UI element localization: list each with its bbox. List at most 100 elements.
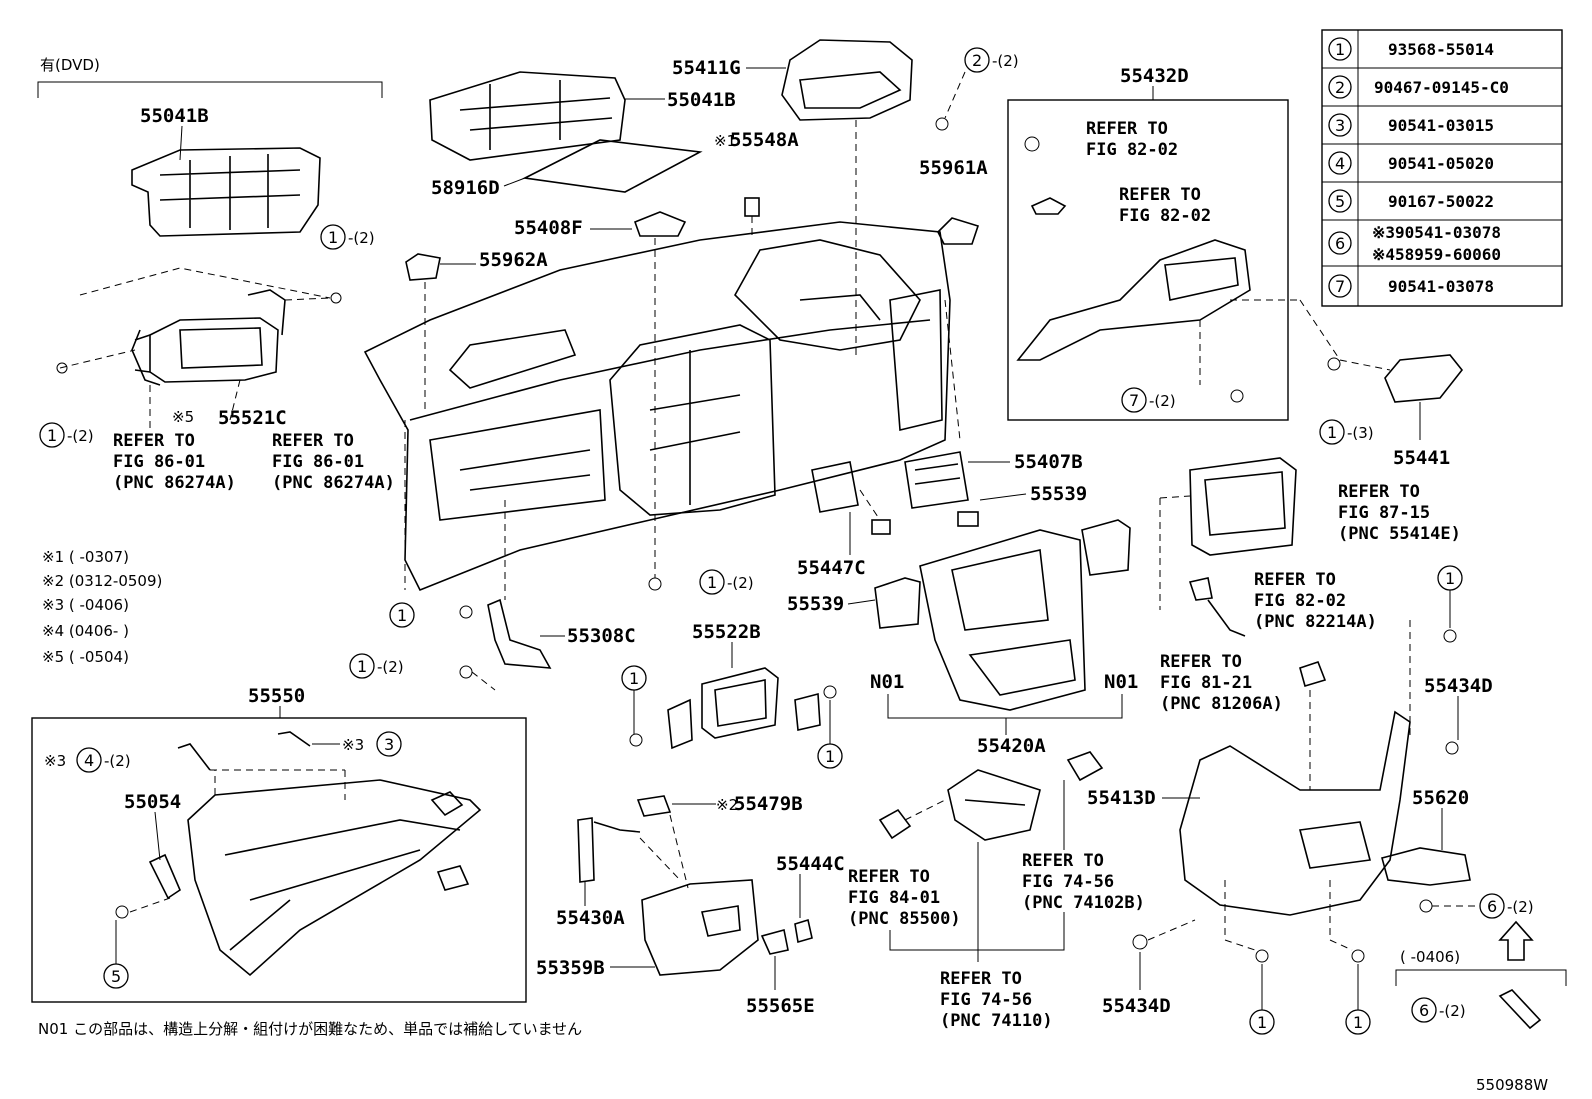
vent-right-drawing[interactable] [1081, 519, 1131, 576]
label-55054[interactable]: 55054 [124, 791, 181, 813]
parts-table-row: 3 90541-03015 [1328, 113, 1494, 137]
part-55620-drawing[interactable] [1381, 847, 1471, 886]
callout-1-55522B-right[interactable]: 1 [817, 743, 843, 769]
callout-1-55522B-left[interactable]: 1 [621, 665, 647, 691]
svg-text:-(2): -(2) [1507, 898, 1534, 916]
part-55962A-drawing[interactable] [405, 253, 441, 281]
svg-text:REFER TO: REFER TO [848, 867, 930, 887]
label-55407B[interactable]: 55407B [1014, 451, 1083, 473]
ref-86-01-a[interactable]: REFER TO FIG 86-01 (PNC 86274A) [113, 431, 236, 493]
label-55522B[interactable]: 55522B [692, 621, 761, 643]
label-55962A[interactable]: 55962A [479, 249, 548, 271]
label-55411G[interactable]: 55411G [672, 57, 741, 79]
callout-1-qty2-right[interactable]: 1 -(2) [320, 224, 375, 250]
part-55308C-drawing[interactable] [487, 598, 552, 669]
part-55432D-drawing[interactable] [1016, 239, 1251, 361]
callout-1-qty2-center[interactable]: 1 -(2) [699, 569, 754, 595]
ref-82-02-a[interactable]: REFER TO FIG 82-02 [1086, 119, 1178, 160]
label-55041B-left[interactable]: 55041B [140, 105, 209, 127]
callout-7-qty2[interactable]: 7 -(2) [1121, 387, 1176, 413]
callout-4-qty2[interactable]: ※3 4 -(2) [44, 747, 131, 773]
ref-86-01-b[interactable]: REFER TO FIG 86-01 (PNC 86274A) [272, 431, 395, 493]
part-55441-drawing[interactable] [1384, 354, 1464, 403]
vent-left-drawing[interactable] [874, 577, 921, 629]
ref-84-01[interactable]: REFER TO FIG 84-01 (PNC 85500) [848, 867, 961, 929]
label-55413D[interactable]: 55413D [1087, 787, 1156, 809]
dashboard-assembly-drawing[interactable] [363, 221, 961, 592]
screw-icon [1445, 741, 1459, 755]
part-55413D-drawing[interactable] [1179, 710, 1411, 916]
label-55041B-top[interactable]: 55041B [667, 89, 736, 111]
label-58916D[interactable]: 58916D [431, 177, 500, 199]
ref-81-21[interactable]: REFER TO FIG 81-21 (PNC 81206A) [1160, 652, 1283, 714]
part-55408F-drawing[interactable] [633, 211, 687, 237]
part-58916D-drawing[interactable] [522, 139, 703, 193]
label-55447C[interactable]: 55447C [797, 557, 866, 579]
part-55414E-drawing[interactable] [1189, 457, 1297, 556]
label-55961A[interactable]: 55961A [919, 157, 988, 179]
callout-1-right-top[interactable]: 1 [1437, 565, 1463, 591]
part-55539-switch-drawing[interactable] [957, 511, 979, 527]
part-55444C-drawing[interactable] [794, 918, 813, 944]
part-55359B-drawing[interactable] [641, 879, 759, 976]
label-55441[interactable]: 55441 [1393, 447, 1450, 469]
svg-text:-(2): -(2) [377, 658, 404, 676]
part-ashtray-drawing[interactable] [947, 769, 1041, 841]
label-55308C[interactable]: 55308C [567, 625, 636, 647]
part-55407B-drawing[interactable] [904, 451, 969, 509]
label-55521C[interactable]: 55521C [218, 407, 287, 429]
label-55539-b[interactable]: 55539 [787, 593, 844, 615]
label-55479B[interactable]: 55479B [734, 793, 803, 815]
label-55444C[interactable]: 55444C [776, 853, 845, 875]
part-55420A-drawing[interactable] [919, 529, 1086, 711]
svg-text:3: 3 [384, 735, 394, 754]
label-55434D-b[interactable]: 55434D [1102, 995, 1171, 1017]
label-55430A[interactable]: 55430A [556, 907, 625, 929]
label-55565E[interactable]: 55565E [746, 995, 815, 1017]
ref-82-02-pnc82214[interactable]: REFER TO FIG 82-02 (PNC 82214A) [1254, 570, 1377, 632]
callout-1-bottom-b[interactable]: 1 [1345, 1009, 1371, 1035]
callout-1-qty2-lower[interactable]: 1 -(2) [349, 653, 404, 679]
part-55548A-drawing[interactable] [744, 197, 760, 217]
clip-icon [1132, 934, 1148, 950]
ref-87-15[interactable]: REFER TO FIG 87-15 (PNC 55414E) [1338, 482, 1461, 544]
ref-82-02-b[interactable]: REFER TO FIG 82-02 [1119, 185, 1211, 226]
callout-1-qty2-left[interactable]: 1 -(2) [39, 422, 94, 448]
part-55411G-drawing[interactable] [781, 39, 913, 121]
part-55522B-drawing[interactable] [667, 667, 821, 750]
part-55054-drawing[interactable] [148, 853, 181, 900]
callout-2-qty2[interactable]: 2 -(2) [964, 47, 1019, 73]
callout-6-qty2-inset[interactable]: 6 -(2) [1411, 997, 1466, 1023]
screw-icon [330, 292, 342, 304]
label-55550[interactable]: 55550 [248, 685, 305, 707]
label-55432D[interactable]: 55432D [1120, 65, 1189, 87]
label-55359B[interactable]: 55359B [536, 957, 605, 979]
part-55521C-drawing[interactable] [131, 289, 286, 386]
parts-table-row: 5 90167-50022 [1328, 189, 1494, 213]
part-55041B-top-drawing[interactable] [429, 71, 626, 161]
label-55434D-a[interactable]: 55434D [1424, 675, 1493, 697]
part-55479B-drawing[interactable] [636, 795, 672, 817]
label-55408F[interactable]: 55408F [514, 217, 583, 239]
part-55447C-drawing[interactable] [811, 461, 859, 513]
ref-74-56-c[interactable]: REFER TO FIG 74-56 (PNC 74110) [940, 969, 1053, 1031]
callout-6-qty2[interactable]: 6 -(2) [1479, 893, 1534, 919]
part-55550-drawing[interactable] [187, 779, 482, 977]
label-55539-a[interactable]: 55539 [1030, 483, 1087, 505]
callout-5[interactable]: 5 [103, 963, 129, 989]
screw-icon [1327, 357, 1341, 371]
label-55620[interactable]: 55620 [1412, 787, 1469, 809]
latch-drawing [430, 791, 470, 891]
callout-1-bracket[interactable]: 1 [389, 602, 415, 628]
part-55565E-drawing[interactable] [760, 929, 789, 955]
svg-text:-(2): -(2) [348, 229, 375, 247]
callout-1-qty3[interactable]: 1 -(3) [1319, 419, 1374, 445]
label-55548A[interactable]: 55548A [730, 129, 799, 151]
ref-74-56-b[interactable]: REFER TO FIG 74-56 (PNC 74102B) [1022, 851, 1145, 913]
part-55430A-drawing[interactable] [577, 817, 595, 883]
part-55041B-left-drawing[interactable] [131, 147, 321, 237]
callout-1-bottom-a[interactable]: 1 [1249, 1009, 1275, 1035]
part-55961A-drawing[interactable] [937, 217, 980, 245]
callout-3[interactable]: ※3 3 [342, 731, 402, 757]
label-55420A[interactable]: 55420A [977, 735, 1046, 757]
